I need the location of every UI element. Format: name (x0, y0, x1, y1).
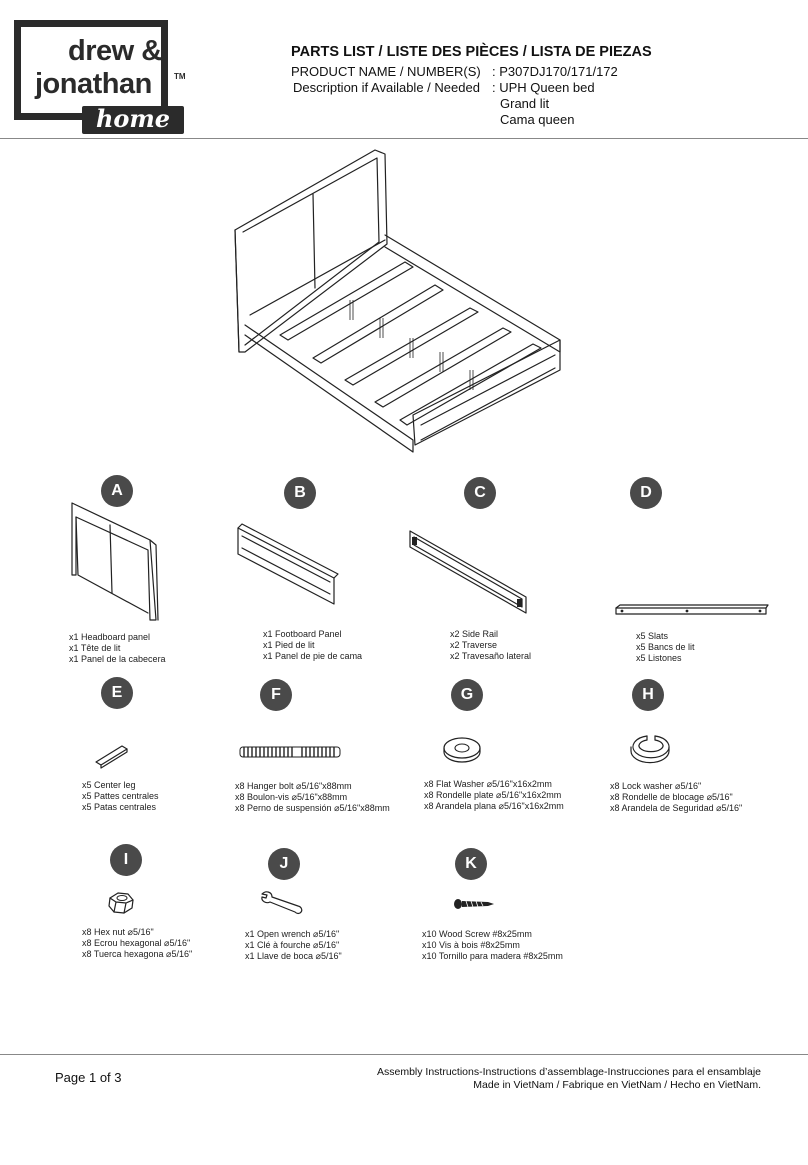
desc-value-1: Grand lit (500, 96, 550, 111)
part-a-line-es: x1 Panel de la cabecera (69, 654, 166, 664)
hanger-bolt-illustration (239, 746, 341, 758)
bed-assembly-illustration (234, 149, 561, 453)
part-i-line-en: x8 Hex nut ⌀5/16" (82, 927, 154, 937)
part-e-line-en: x5 Center leg (82, 780, 136, 790)
part-e-line-es: x5 Patas centrales (82, 802, 157, 812)
product-value: : P307DJ170/171/172 (492, 64, 618, 79)
page-number: Page 1 of 3 (55, 1070, 122, 1085)
part-j-line-fr: x1 Clé à fourche ⌀5/16" (245, 940, 340, 950)
part-a-line-fr: x1 Tête de lit (69, 643, 121, 653)
part-badge-h: H (632, 679, 664, 711)
part-g-line-en: x8 Flat Washer ⌀5/16"x16x2mm (424, 779, 552, 789)
footboard-panel-illustration (237, 523, 339, 605)
part-caption-h: x8 Lock washer ⌀5/16" x8 Rondelle de blo… (610, 781, 742, 814)
part-badge-g: G (451, 679, 483, 711)
part-caption-f: x8 Hanger bolt ⌀5/16"x88mm x8 Boulon-vis… (235, 781, 390, 814)
part-b-line-es: x1 Panel de pie de cama (263, 651, 363, 661)
part-e-line-fr: x5 Pattes centrales (82, 791, 159, 801)
lock-washer-illustration (630, 735, 670, 764)
part-badge-f: F (260, 679, 292, 711)
part-d-line-fr: x5 Bancs de lit (636, 642, 695, 652)
center-leg-illustration (95, 745, 128, 769)
part-d-line-es: x5 Listones (636, 653, 682, 663)
part-k-line-en: x10 Wood Screw #8x25mm (422, 929, 532, 939)
part-c-line-en: x2 Side Rail (450, 629, 499, 639)
part-badge-b: B (284, 477, 316, 509)
open-wrench-illustration (261, 891, 303, 915)
logo-tm: TM (174, 72, 186, 81)
part-d-line-en: x5 Slats (636, 631, 669, 641)
wood-screw-illustration (454, 899, 494, 909)
part-caption-c: x2 Side Rail x2 Traverse x2 Travesaño la… (450, 629, 531, 662)
part-badge-d: D (630, 477, 662, 509)
part-f-line-es: x8 Perno de suspensión ⌀5/16"x88mm (235, 803, 390, 813)
footer-made-in-text: Made in VietNam / Fabrique en VietNam / … (473, 1079, 761, 1091)
part-caption-j: x1 Open wrench ⌀5/16" x1 Clé à fourche ⌀… (245, 929, 342, 962)
part-badge-i: I (110, 844, 142, 876)
logo-home-text: home (95, 104, 171, 133)
part-b-line-fr: x1 Pied de lit (263, 640, 315, 650)
part-badge-e: E (101, 677, 133, 709)
part-badge-j: J (268, 848, 300, 880)
logo-line1: drew & (68, 35, 162, 67)
part-h-line-es: x8 Arandela de Seguridad ⌀5/16" (610, 803, 743, 813)
part-k-line-es: x10 Tornillo para madera #8x25mm (422, 951, 563, 961)
part-badge-a: A (101, 475, 133, 507)
logo-home-badge: home (82, 104, 184, 134)
part-f-line-en: x8 Hanger bolt ⌀5/16"x88mm (235, 781, 352, 791)
desc-value-2: Cama queen (500, 112, 575, 127)
desc-label: Description if Available / Needed (293, 80, 480, 95)
headboard-panel-illustration (71, 502, 159, 621)
slat-illustration (615, 604, 769, 615)
part-i-line-es: x8 Tuerca hexagona ⌀5/16" (82, 949, 193, 959)
hex-nut-illustration (108, 892, 134, 914)
part-i-line-fr: x8 Ecrou hexagonal ⌀5/16" (82, 938, 191, 948)
part-caption-b: x1 Footboard Panel x1 Pied de lit x1 Pan… (263, 629, 362, 662)
part-caption-d: x5 Slats x5 Bancs de lit x5 Listones (636, 631, 695, 664)
part-badge-k: K (455, 848, 487, 880)
part-caption-a: x1 Headboard panel x1 Tête de lit x1 Pan… (69, 632, 166, 665)
footer-rule (0, 1054, 808, 1055)
part-c-line-fr: x2 Traverse (450, 640, 498, 650)
product-label: PRODUCT NAME / NUMBER(S) (291, 64, 481, 79)
part-caption-g: x8 Flat Washer ⌀5/16"x16x2mm x8 Rondelle… (424, 779, 564, 812)
part-f-line-fr: x8 Boulon-vis ⌀5/16"x88mm (235, 792, 348, 802)
part-k-line-fr: x10 Vis à bois #8x25mm (422, 940, 520, 950)
part-g-line-es: x8 Arandela plana ⌀5/16"x16x2mm (424, 801, 564, 811)
part-j-line-en: x1 Open wrench ⌀5/16" (245, 929, 340, 939)
page-title: PARTS LIST / LISTE DES PIÈCES / LISTA DE… (291, 44, 652, 60)
flat-washer-illustration (443, 737, 481, 763)
part-j-line-es: x1 Llave de boca ⌀5/16" (245, 951, 342, 961)
part-caption-e: x5 Center leg x5 Pattes centrales x5 Pat… (82, 780, 159, 813)
part-h-line-fr: x8 Rondelle de blocage ⌀5/16" (610, 792, 733, 802)
footer-assembly-text: Assembly Instructions-Instructions d’ass… (376, 1066, 761, 1078)
desc-value-0: : UPH Queen bed (492, 80, 595, 95)
part-g-line-fr: x8 Rondelle plate ⌀5/16"x16x2mm (424, 790, 562, 800)
part-caption-i: x8 Hex nut ⌀5/16" x8 Ecrou hexagonal ⌀5/… (82, 927, 192, 960)
part-b-line-en: x1 Footboard Panel (263, 629, 342, 639)
part-badge-c: C (464, 477, 496, 509)
part-c-line-es: x2 Travesaño lateral (450, 651, 532, 661)
side-rail-illustration (409, 530, 527, 614)
logo-line2: jonathan (35, 68, 152, 100)
part-a-line-en: x1 Headboard panel (69, 632, 151, 642)
part-caption-k: x10 Wood Screw #8x25mm x10 Vis à bois #8… (422, 929, 563, 962)
part-h-line-en: x8 Lock washer ⌀5/16" (610, 781, 702, 791)
header-rule (0, 138, 808, 139)
brand-logo: drew & jonathan TM home (14, 20, 186, 134)
